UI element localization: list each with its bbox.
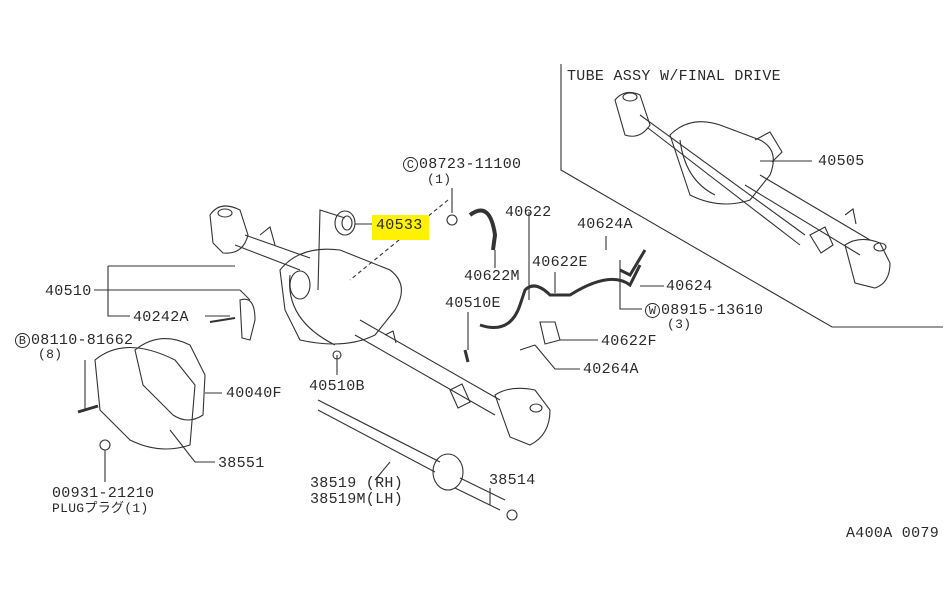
part-label-40040f: 40040F	[226, 385, 282, 402]
qty-08723: (1)	[427, 172, 452, 187]
part-label-38519m: 38519M(LH)	[310, 491, 404, 508]
part-label-00931: 00931-21210	[52, 485, 155, 502]
marker-w: W	[645, 303, 660, 318]
part-label-38514: 38514	[489, 472, 536, 489]
tube-40622	[479, 264, 642, 329]
seal-40533	[334, 210, 356, 236]
marker-b: B	[15, 333, 30, 348]
tube-40624	[619, 249, 647, 277]
nut-40510b	[332, 350, 342, 360]
part-label-40510b: 40510B	[309, 378, 365, 395]
part-label-40622m: 40622M	[464, 268, 520, 285]
axle-shaft-38519	[317, 399, 506, 511]
leader-lines	[84, 188, 664, 505]
part-label-40624a: 40624A	[577, 216, 633, 233]
highlighted-part-number: 40533	[372, 215, 429, 240]
part-label-40533: 40533	[372, 215, 429, 240]
hose-40622m	[468, 208, 498, 251]
part-number: 08723-11100	[419, 156, 522, 173]
part-label-40622f: 40622F	[601, 333, 657, 350]
qty-08110: (8)	[38, 347, 63, 362]
bracket-40622f	[539, 321, 561, 345]
part-label-38519: 38519 (RH)	[310, 475, 404, 492]
part-label-40622: 40622	[505, 204, 552, 221]
diagram-code: A400A 0079	[846, 525, 940, 542]
inset-border	[560, 64, 943, 328]
part-label-40242a: 40242A	[133, 309, 189, 326]
part-label-40510: 40510	[45, 283, 92, 300]
part-number: 08110-81662	[31, 332, 134, 349]
bracket-40242a	[239, 298, 256, 341]
part-number: 08915-13610	[661, 302, 764, 319]
inset-axle-assembly	[614, 91, 891, 289]
part-label-38551: 38551	[218, 455, 265, 472]
marker-c: C	[403, 157, 418, 172]
inset-title: TUBE ASSY W/FINAL DRIVE	[567, 68, 781, 85]
part-label-40622e: 40622E	[532, 254, 588, 271]
part-label-40505: 40505	[818, 153, 865, 170]
part-label-40264a: 40264A	[583, 361, 639, 378]
cover-38551	[94, 346, 196, 450]
bolt-08110	[77, 404, 99, 414]
part-label-40510e: 40510E	[445, 295, 501, 312]
plug-description: PLUGプラグ(1)	[52, 501, 149, 516]
main-axle-housing	[209, 205, 551, 446]
bolt-40242a	[209, 317, 236, 323]
plug-00931	[99, 439, 111, 451]
clamp-08723	[446, 214, 458, 226]
qty-08915: (3)	[667, 317, 692, 332]
ring-38514	[506, 509, 518, 521]
part-label-40624: 40624	[666, 278, 713, 295]
bolt-40510e	[463, 349, 470, 363]
gasket-40040f	[134, 338, 206, 421]
bolt-40264a	[519, 344, 536, 351]
